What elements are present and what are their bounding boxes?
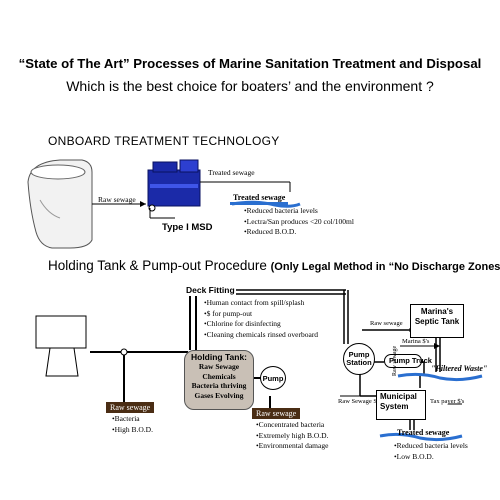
marina-septic-tank: Marina's Septic Tank xyxy=(410,304,464,338)
holding-heading-note: (Only Legal Method in “No Discharge Zone… xyxy=(270,261,500,273)
marina-money-label: Marina $'s xyxy=(402,338,430,345)
page-subtitle: Which is the best choice for boaters’ an… xyxy=(66,78,434,94)
list-item: Reduced bacteria levels xyxy=(394,441,468,452)
raw-mid-list: Concentrated bacteria Extremely high B.O… xyxy=(256,420,329,452)
pump-truck-node: Pump Truck xyxy=(384,354,432,368)
municipal-system: Municipal System xyxy=(376,390,426,420)
holding-heading: Holding Tank & Pump-out Procedure (Only … xyxy=(48,258,500,273)
pump-label: Pump xyxy=(262,373,284,383)
onboard-benefits-list: Reduced bacteria levels Lectra/San produ… xyxy=(244,206,354,238)
raw-sewage-mid-label: Raw sewage xyxy=(252,408,301,419)
list-item: Chemicals xyxy=(202,371,236,381)
page-title: “State of The Art” Processes of Marine S… xyxy=(18,56,482,71)
list-item: Lectra/San produces <20 col/100ml xyxy=(244,217,354,228)
pump-node: Pump xyxy=(260,366,286,390)
list-item: Raw Sewage xyxy=(198,362,240,371)
toilet-side-icon xyxy=(35,315,87,377)
raw-sewage-vertical-label: Raw sewage xyxy=(392,345,398,376)
list-item: Low B.O.D. xyxy=(394,452,468,463)
list-item: Reduced bacteria levels xyxy=(244,206,354,217)
taxpayer-label: Tax payer $'s xyxy=(430,398,465,405)
list-item: Gases Evolving xyxy=(194,390,244,400)
raw-sewage-right-label: Raw sewage xyxy=(370,320,403,327)
list-item: Environmental damage xyxy=(256,441,329,452)
list-item: Bacteria xyxy=(112,414,153,425)
pump-truck-label: Pump Truck xyxy=(389,356,432,365)
seepage-label: Raw Sewage Seepage xyxy=(338,398,396,405)
toilet-icon xyxy=(27,159,93,249)
raw-sewage-label: Raw sewage xyxy=(98,195,136,204)
treated-sewage-top-label: Treated sewage xyxy=(208,168,255,177)
holding-heading-text: Holding Tank & Pump-out Procedure xyxy=(48,258,271,273)
holding-tank-title: Holding Tank: xyxy=(190,352,248,362)
list-item: Reduced B.O.D. xyxy=(244,227,354,238)
filtered-waste-label: "Filtered Waste" xyxy=(431,364,488,373)
list-item: Cleaning chemicals rinsed overboard xyxy=(204,330,318,341)
list-item: Bacteria thriving xyxy=(191,381,247,390)
raw-left-list: Bacteria High B.O.D. xyxy=(112,414,153,435)
pump-station-node: Pump Station xyxy=(343,343,375,375)
pump-station-label: Pump Station xyxy=(346,349,372,367)
treated-sewage-bottom-label: Treated sewage xyxy=(397,428,450,437)
list-item: Chlorine for disinfecting xyxy=(204,319,318,330)
list-item: High B.O.D. xyxy=(112,425,153,436)
deck-notes-list: Human contact from spill/splash $ for pu… xyxy=(204,298,318,340)
deck-fitting-label: Deck Fitting xyxy=(186,285,235,295)
marina-tank-label: Marina's Septic Tank xyxy=(414,307,460,326)
treated-sewage-label: Treated sewage xyxy=(230,193,289,205)
list-item: Extremely high B.O.D. xyxy=(256,431,329,442)
list-item: Human contact from spill/splash xyxy=(204,298,318,309)
treated-bottom-list: Reduced bacteria levels Low B.O.D. xyxy=(394,441,468,462)
holding-tank-items: Raw Sewage Chemicals Bacteria thriving G… xyxy=(185,362,253,400)
list-item: $ for pump-out xyxy=(204,309,318,320)
list-item: Concentrated bacteria xyxy=(256,420,328,431)
msd-label: Type I MSD xyxy=(162,222,213,233)
raw-sewage-left-label: Raw sewage xyxy=(106,402,155,413)
holding-tank: Holding Tank: Raw Sewage Chemicals Bacte… xyxy=(184,350,254,410)
msd-unit-icon xyxy=(147,159,201,212)
onboard-heading: ONBOARD TREATMENT TECHNOLOGY xyxy=(48,134,280,148)
municipal-label: Municipal System xyxy=(380,392,417,411)
